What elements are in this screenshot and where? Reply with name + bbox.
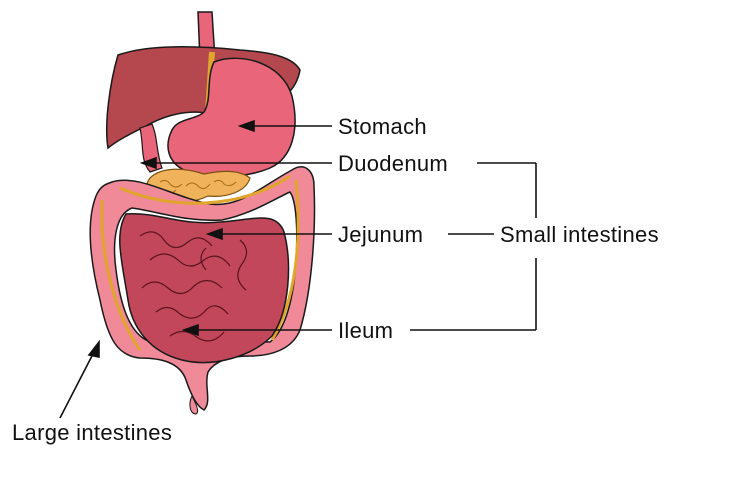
duodenum-label: Duodenum: [338, 151, 449, 176]
taenia-coli: [100, 174, 300, 351]
large-intestines-label: Large intestines: [12, 420, 173, 445]
jejunum-label: Jejunum: [338, 222, 424, 247]
appendix: [189, 394, 199, 415]
small-intestine-coils: [139, 231, 248, 342]
pointer-lines: [59, 119, 537, 419]
stomach-label: Stomach: [338, 114, 427, 139]
small-intestines-label: Small intestines: [500, 222, 659, 247]
ileum-label: Ileum: [338, 318, 394, 343]
